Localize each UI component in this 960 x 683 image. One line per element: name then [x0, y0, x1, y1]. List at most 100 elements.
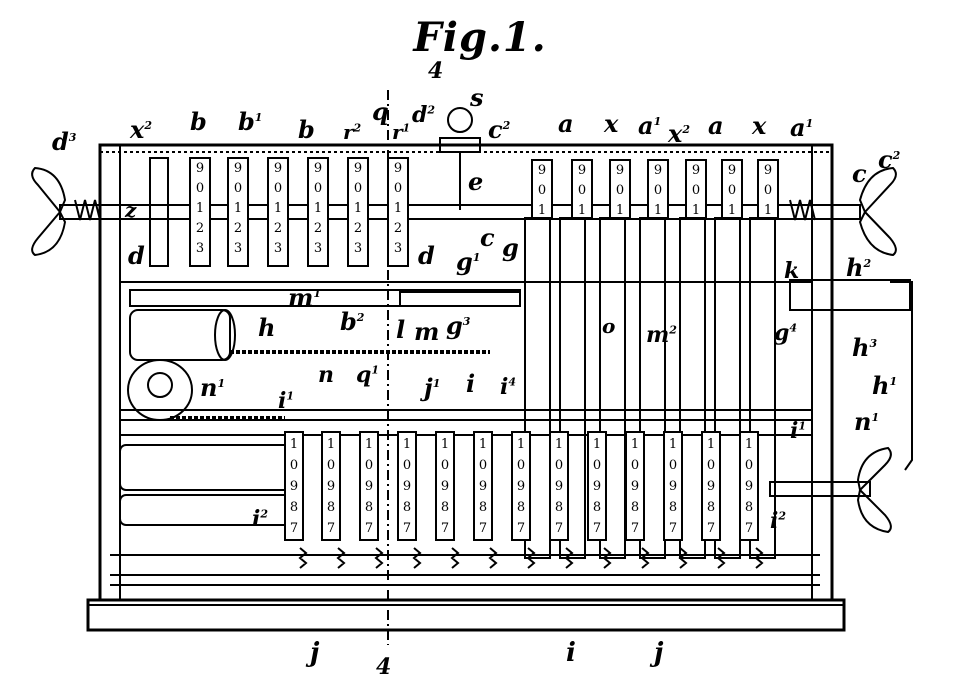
wheel-digit: 0	[365, 458, 373, 473]
label-o: o	[602, 314, 616, 338]
wheel-digit: 7	[403, 521, 411, 536]
pulley-n1	[127, 359, 193, 421]
wheel-digit: 1	[654, 203, 662, 218]
label-j-left: j	[310, 638, 320, 668]
wheel-digit: 9	[479, 479, 487, 494]
wheel-digit: 1	[354, 201, 362, 216]
label-h3: h3	[852, 333, 878, 362]
label-b-1: b	[190, 107, 207, 136]
wheel-digit: 0	[745, 458, 753, 473]
wheel-digit: 7	[441, 521, 449, 536]
label-h: h	[258, 313, 276, 342]
wheel-digit: 7	[290, 521, 298, 536]
wheel-digit: 1	[394, 201, 402, 216]
label-q1: q1	[356, 362, 380, 388]
label-a-1: a	[558, 109, 574, 138]
wheel-digit: 1	[669, 437, 677, 452]
label-e: e	[468, 167, 484, 196]
wheel-digit: 1	[593, 437, 601, 452]
wheel-digit: 8	[403, 500, 411, 515]
spring-left	[74, 199, 101, 221]
wheel-digit: 9	[593, 479, 601, 494]
label-k: k	[784, 258, 800, 284]
wheel-digit: 0	[707, 458, 715, 473]
wheel-digit: 0	[555, 458, 563, 473]
wheel-digit: 1	[616, 203, 624, 218]
wheel-digit: 7	[517, 521, 525, 536]
label-n1-right: n1	[854, 407, 880, 436]
wheel-digit: 8	[479, 500, 487, 515]
wheel-digit: 9	[314, 161, 322, 176]
wheel-digit: 7	[327, 521, 335, 536]
wheel-digit: 0	[441, 458, 449, 473]
wheel-digit: 9	[517, 479, 525, 494]
label-g3: g3	[446, 311, 471, 340]
wheel-digit: 1	[707, 437, 715, 452]
wheel-digit: 7	[631, 521, 639, 536]
wheel-digit: 3	[196, 241, 204, 256]
wheel-digit: 0	[631, 458, 639, 473]
wheel-digit: 9	[555, 479, 563, 494]
hatched-gear	[149, 157, 169, 267]
crank-h1	[890, 281, 913, 471]
wing-nut-left-top	[31, 166, 67, 214]
wheel-digit: 0	[314, 181, 322, 196]
wheel-digit: 7	[707, 521, 715, 536]
label-n1-left: n1	[200, 373, 226, 402]
wheel-digit: 0	[234, 181, 242, 196]
wheel-digit: 9	[764, 163, 772, 178]
label-j1: j1	[424, 373, 441, 402]
label-r1: r1	[392, 120, 411, 144]
wheel-digit: 8	[555, 500, 563, 515]
wheel-digit: 9	[616, 163, 624, 178]
label-i4: i4	[500, 374, 517, 400]
label-j-right: j	[654, 638, 664, 668]
wing-nut-right-bottom	[856, 446, 892, 493]
label-c-right: c	[852, 159, 867, 188]
label-i2-right: i2	[770, 508, 787, 534]
label-g4: g4	[774, 320, 798, 346]
machine-frame	[98, 143, 834, 602]
label-d2: d2	[412, 102, 436, 128]
label-x2-left: x2	[130, 115, 152, 144]
wheel-digit: 9	[354, 161, 362, 176]
wheel-digit: 0	[669, 458, 677, 473]
wheel-digit: 9	[403, 479, 411, 494]
wheel-digit: 0	[616, 183, 624, 198]
label-m1: m1	[288, 283, 322, 312]
wheel-digit: 8	[707, 500, 715, 515]
wheel-digit: 1	[745, 437, 753, 452]
wheel-digit: 9	[327, 479, 335, 494]
lower-number-wheels	[284, 431, 759, 541]
wheel-digit: 0	[578, 183, 586, 198]
wheel-digit: 9	[538, 163, 546, 178]
label-l: l	[396, 315, 406, 344]
wheel-digit: 3	[274, 241, 282, 256]
label-x-1: x	[604, 109, 619, 138]
label-c2-mid: c2	[488, 115, 511, 144]
left-tube	[129, 309, 231, 361]
label-d3: d3	[52, 127, 77, 156]
wheel-digit: 9	[196, 161, 204, 176]
wheel-digit: 1	[403, 437, 411, 452]
label-h1: h1	[872, 371, 898, 400]
wheel-digit: 0	[327, 458, 335, 473]
label-r2: r2	[343, 120, 362, 144]
label-g: g	[502, 233, 519, 262]
wheel-digit: 0	[692, 183, 700, 198]
wheel-digit: 0	[403, 458, 411, 473]
label-d-left: d	[128, 241, 145, 270]
wheel-digit: 9	[274, 161, 282, 176]
wheel-digit: 1	[538, 203, 546, 218]
wheel-digit: 2	[274, 221, 282, 236]
label-d-mid: d	[418, 241, 435, 270]
lamp-s	[447, 107, 473, 133]
label-four-bottom: 4	[376, 654, 392, 680]
wheel-digit: 7	[593, 521, 601, 536]
wheel-digit: 1	[517, 437, 525, 452]
wheel-digit: 9	[692, 163, 700, 178]
wheel-digit: 1	[631, 437, 639, 452]
tube-m	[399, 291, 521, 307]
label-n: n	[318, 362, 334, 388]
